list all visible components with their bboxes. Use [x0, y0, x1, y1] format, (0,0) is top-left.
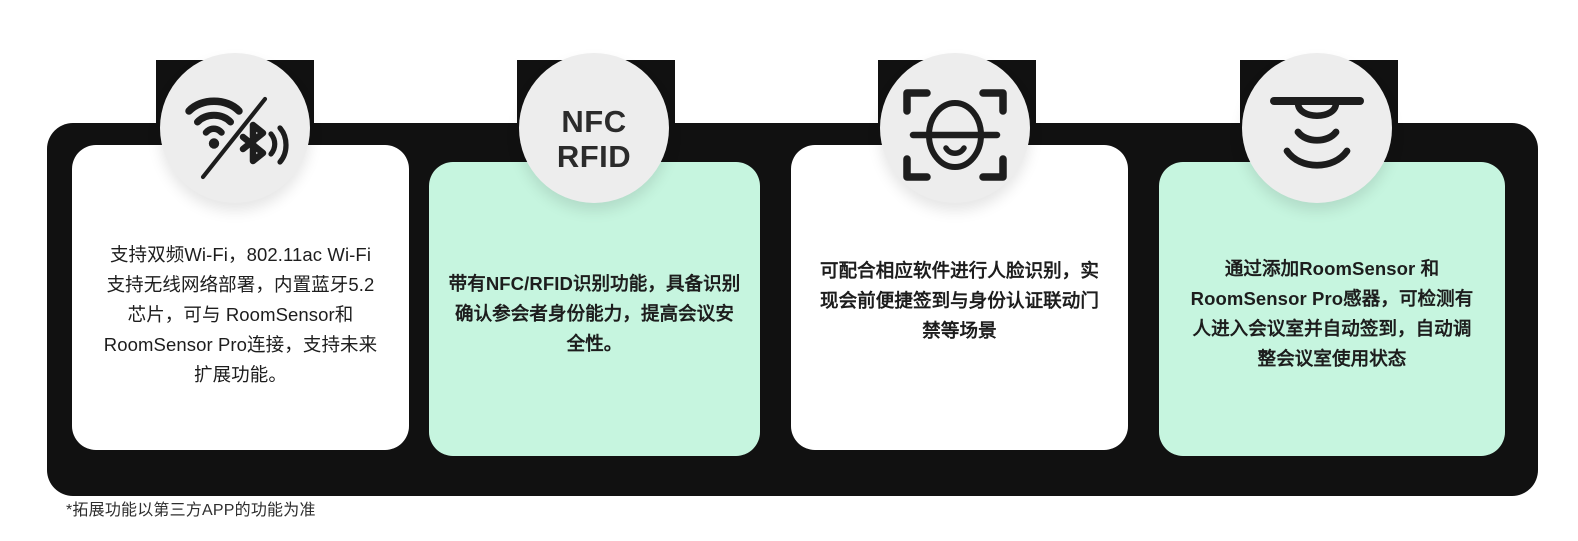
feature-card-text: 可配合相应软件进行人脸识别，实现会前便捷签到与身份认证联动门禁等场景	[819, 259, 1099, 341]
feature-card-text: 通过添加RoomSensor 和RoomSensor Pro感器，可检测有人进入…	[1190, 258, 1474, 369]
feature-card-nfc-rfid[interactable]: 带有NFC/RFID识别功能，具备识别确认参会者身份能力，提高会议安全性。	[429, 162, 760, 456]
badge-face-recognition	[880, 53, 1030, 203]
footnote-text: *拓展功能以第三方APP的功能为准	[66, 502, 316, 519]
wifi-bluetooth-icon	[181, 85, 289, 185]
feature-card-text: 带有NFC/RFID识别功能，具备识别确认参会者身份能力，提高会议安全性。	[448, 273, 741, 354]
feature-card-text: 支持双频Wi-Fi，802.11ac Wi-Fi支持无线网络部署，内置蓝牙5.2…	[103, 243, 378, 385]
badge-room-sensor	[1242, 53, 1392, 203]
badge-nfc-rfid: NFC RFID	[519, 53, 669, 203]
badge-wifi-bluetooth	[160, 53, 310, 203]
presence-sensor-icon	[1265, 88, 1369, 182]
badge-label-line2: RFID	[556, 139, 632, 174]
face-scan-icon	[903, 85, 1007, 185]
badge-label-group: NFC RFID	[557, 104, 631, 174]
feature-card-room-sensor[interactable]: 通过添加RoomSensor 和RoomSensor Pro感器，可检测有人进入…	[1159, 162, 1505, 456]
badge-label-line1: NFC	[561, 104, 627, 139]
